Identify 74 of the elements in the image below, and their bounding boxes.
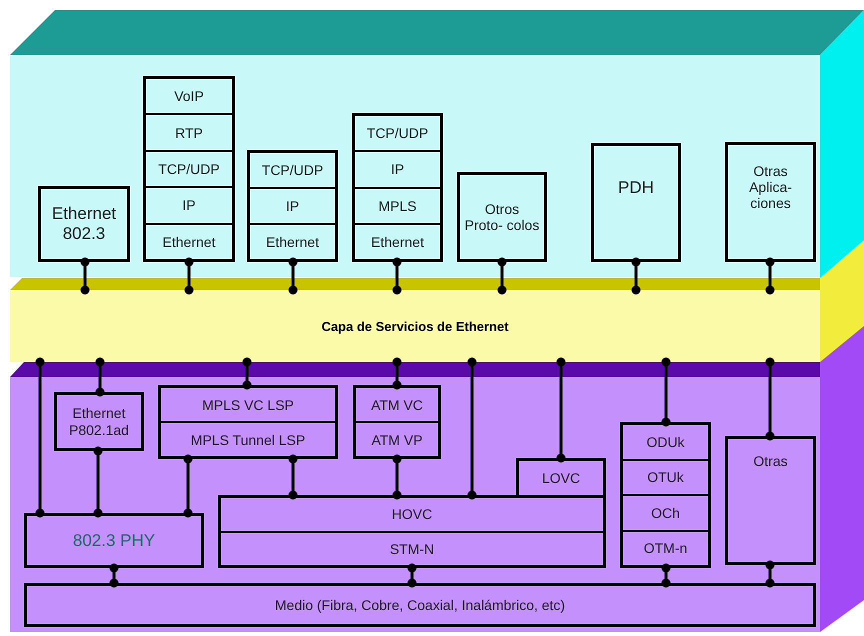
connector-line — [94, 446, 102, 518]
protocol-layer: Ethernet — [146, 222, 232, 260]
box-label: Medio (Fibra, Cobre, Coaxial, Inalámbrico, etc) — [274, 596, 566, 614]
connector-line — [766, 358, 774, 440]
box-label: Otras — [753, 453, 788, 470]
connector-line — [556, 358, 566, 462]
connector-line — [392, 358, 402, 390]
box-label: PDH — [618, 178, 654, 198]
box-label: Ethernet P802.1ad — [68, 405, 130, 438]
protocol-box — [516, 458, 606, 498]
connector-line — [184, 454, 192, 518]
connector-line — [632, 258, 640, 294]
connector-line — [36, 358, 44, 518]
protocol-layer: HOVC — [390, 505, 434, 524]
connector-line — [662, 358, 670, 426]
protocol-box — [725, 142, 816, 262]
protocol-stack — [352, 113, 443, 262]
protocol-box — [725, 436, 816, 565]
connector-line — [242, 358, 252, 390]
protocol-layer: ODUk — [645, 432, 686, 452]
protocol-layer: MPLS — [355, 186, 440, 223]
protocol-layer: OTUk — [623, 458, 708, 494]
protocol-layer: ATM VP — [356, 421, 438, 456]
connector-line — [80, 258, 90, 294]
protocol-box — [457, 172, 547, 262]
protocol-box — [38, 186, 130, 262]
connector-line — [766, 560, 774, 588]
box-label: Otros Proto- colos — [464, 200, 540, 234]
connector-line — [288, 258, 298, 294]
connector-line — [184, 258, 194, 294]
protocol-stack — [218, 495, 606, 568]
protocol-box — [24, 513, 204, 568]
protocol-box — [591, 143, 681, 262]
protocol-layer: TCP/UDP — [366, 124, 430, 144]
protocol-layer: VoIP — [173, 87, 205, 106]
protocol-layer: IP — [355, 150, 440, 186]
protocol-layer: Ethernet — [355, 222, 440, 259]
protocol-stack — [620, 422, 711, 568]
connector-line — [408, 564, 416, 588]
box-label: LOVC — [542, 470, 580, 486]
protocol-stack — [247, 150, 338, 262]
box-label: Otras Aplica- ciones — [748, 163, 793, 212]
layer-label: Capa de Servicios de Ethernet — [321, 318, 509, 334]
connector-line — [110, 564, 118, 588]
connector-line — [288, 454, 298, 500]
layer-band — [10, 290, 820, 362]
protocol-layer: RTP — [146, 113, 232, 150]
connector-line — [468, 358, 476, 500]
protocol-layer: TCP/UDP — [260, 161, 324, 180]
protocol-stack — [143, 76, 235, 262]
box-label: Ethernet 802.3 — [50, 204, 118, 244]
protocol-layer: ATM VC — [370, 396, 424, 414]
connector-line — [766, 258, 774, 294]
protocol-stack — [353, 385, 441, 459]
protocol-layer: OCh — [623, 494, 708, 530]
protocol-box — [24, 583, 816, 627]
protocol-layer: MPLS VC LSP — [201, 396, 295, 414]
protocol-layer: Ethernet — [250, 223, 335, 259]
protocol-layer: MPLS Tunnel LSP — [161, 421, 335, 456]
layer-band — [10, 55, 820, 277]
protocol-stack — [158, 385, 338, 459]
connector-line — [96, 358, 104, 396]
connector-line — [498, 258, 506, 294]
protocol-layer: TCP/UDP — [146, 150, 232, 186]
protocol-box — [54, 392, 144, 451]
protocol-layer: IP — [146, 186, 232, 223]
connector-line — [392, 454, 402, 500]
connector-line — [392, 258, 402, 294]
protocol-layer: IP — [250, 187, 335, 223]
protocol-layer: STM-N — [221, 530, 603, 565]
connector-line — [662, 564, 670, 588]
box-label: 802.3 PHY — [72, 530, 156, 550]
layer-band — [10, 377, 820, 632]
protocol-layer: OTM-n — [623, 530, 708, 565]
